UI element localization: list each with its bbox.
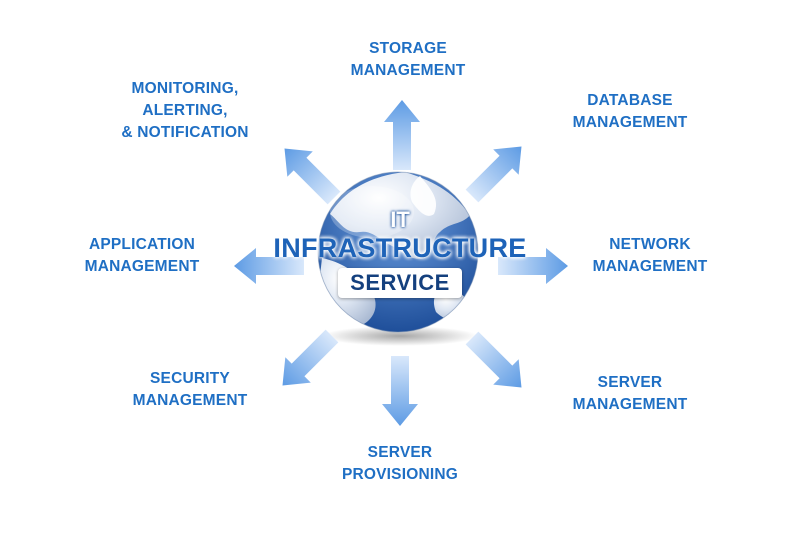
node-application-management: APPLICATION MANAGEMENT [52,234,232,278]
node-security-management: SECURITY MANAGEMENT [100,368,280,412]
arrow-right [498,248,568,284]
node-storage-management: STORAGE MANAGEMENT [318,38,498,82]
arrow-down-left [282,329,339,386]
node-label-line: MONITORING, [131,80,239,97]
arrow-down-right [465,331,522,388]
node-label-line: MANAGEMENT [132,392,248,409]
node-database-management: DATABASE MANAGEMENT [540,90,720,134]
node-label-line: ALERTING, [142,102,228,119]
arrow-up [384,100,420,170]
node-monitoring-alerting-notification: MONITORING, ALERTING, & NOTIFICATION [90,78,280,144]
node-network-management: NETWORK MANAGEMENT [560,234,740,278]
node-label-line: MANAGEMENT [84,258,200,275]
node-label-line: SERVER [597,374,663,391]
arrow-up-right [465,146,522,203]
center-title-line3: SERVICE [338,268,462,298]
node-label-line: SECURITY [150,370,230,387]
node-label-line: MANAGEMENT [572,114,688,131]
node-label-line: APPLICATION [88,236,196,253]
node-label-line: MANAGEMENT [350,62,466,79]
node-server-management: SERVER MANAGEMENT [540,372,720,416]
center-title-line1: IT [390,207,410,232]
node-server-provisioning: SERVER PROVISIONING [310,442,490,486]
globe-shadow [322,326,478,346]
arrow-left [234,248,304,284]
node-label-line: DATABASE [587,92,673,109]
node-label-line: NETWORK [609,236,691,253]
node-label-line: MANAGEMENT [592,258,708,275]
node-label-line: & NOTIFICATION [121,124,249,141]
center-title: IT INFRASTRUCTURE SERVICE [270,208,530,298]
node-label-line: MANAGEMENT [572,396,688,413]
arrow-up-left [284,148,341,205]
node-label-line: SERVER [367,444,433,461]
node-label-line: STORAGE [369,40,447,57]
center-title-line2: INFRASTRUCTURE [273,233,527,263]
arrow-down [382,356,418,426]
node-label-line: PROVISIONING [341,466,459,483]
